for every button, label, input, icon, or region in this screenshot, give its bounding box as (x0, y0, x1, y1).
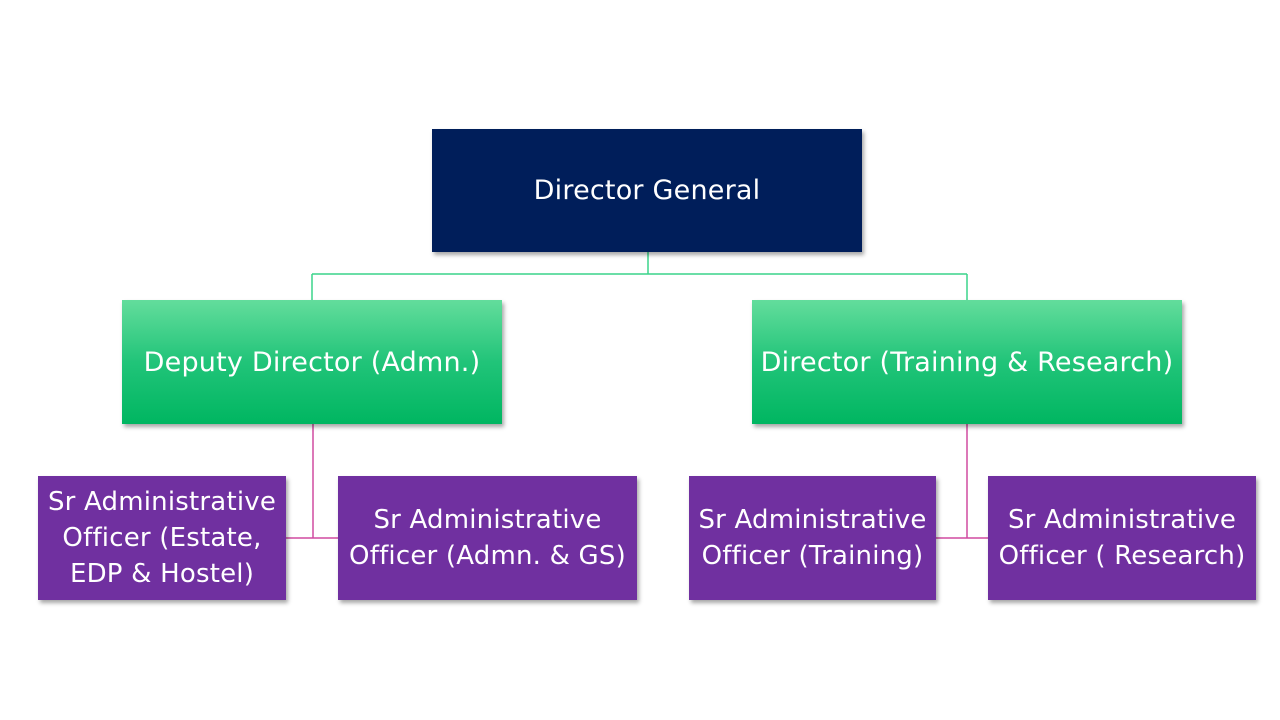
node-label: Sr Administrative Officer ( Research) (998, 505, 1246, 571)
node-sr-admin-officer-research: Sr Administrative Officer ( Research) (988, 476, 1256, 600)
node-sr-admin-officer-training: Sr Administrative Officer (Training) (689, 476, 936, 600)
node-director-general: Director General (432, 129, 862, 252)
node-label: Director (Training & Research) (760, 346, 1174, 378)
node-label: Sr Administrative Officer (Training) (698, 505, 927, 571)
node-director-training-research: Director (Training & Research) (752, 300, 1182, 424)
node-label: Director General (533, 175, 761, 206)
node-sr-admin-officer-estate: Sr Administrative Officer (Estate, EDP &… (38, 476, 286, 600)
node-sr-admin-officer-admn-gs: Sr Administrative Officer (Admn. & GS) (338, 476, 637, 600)
node-label: Sr Administrative Officer (Admn. & GS) (349, 505, 626, 571)
node-label: Sr Administrative Officer (Estate, EDP &… (47, 487, 277, 589)
node-label: Deputy Director (Admn.) (143, 346, 481, 378)
node-deputy-director-admn: Deputy Director (Admn.) (122, 300, 502, 424)
